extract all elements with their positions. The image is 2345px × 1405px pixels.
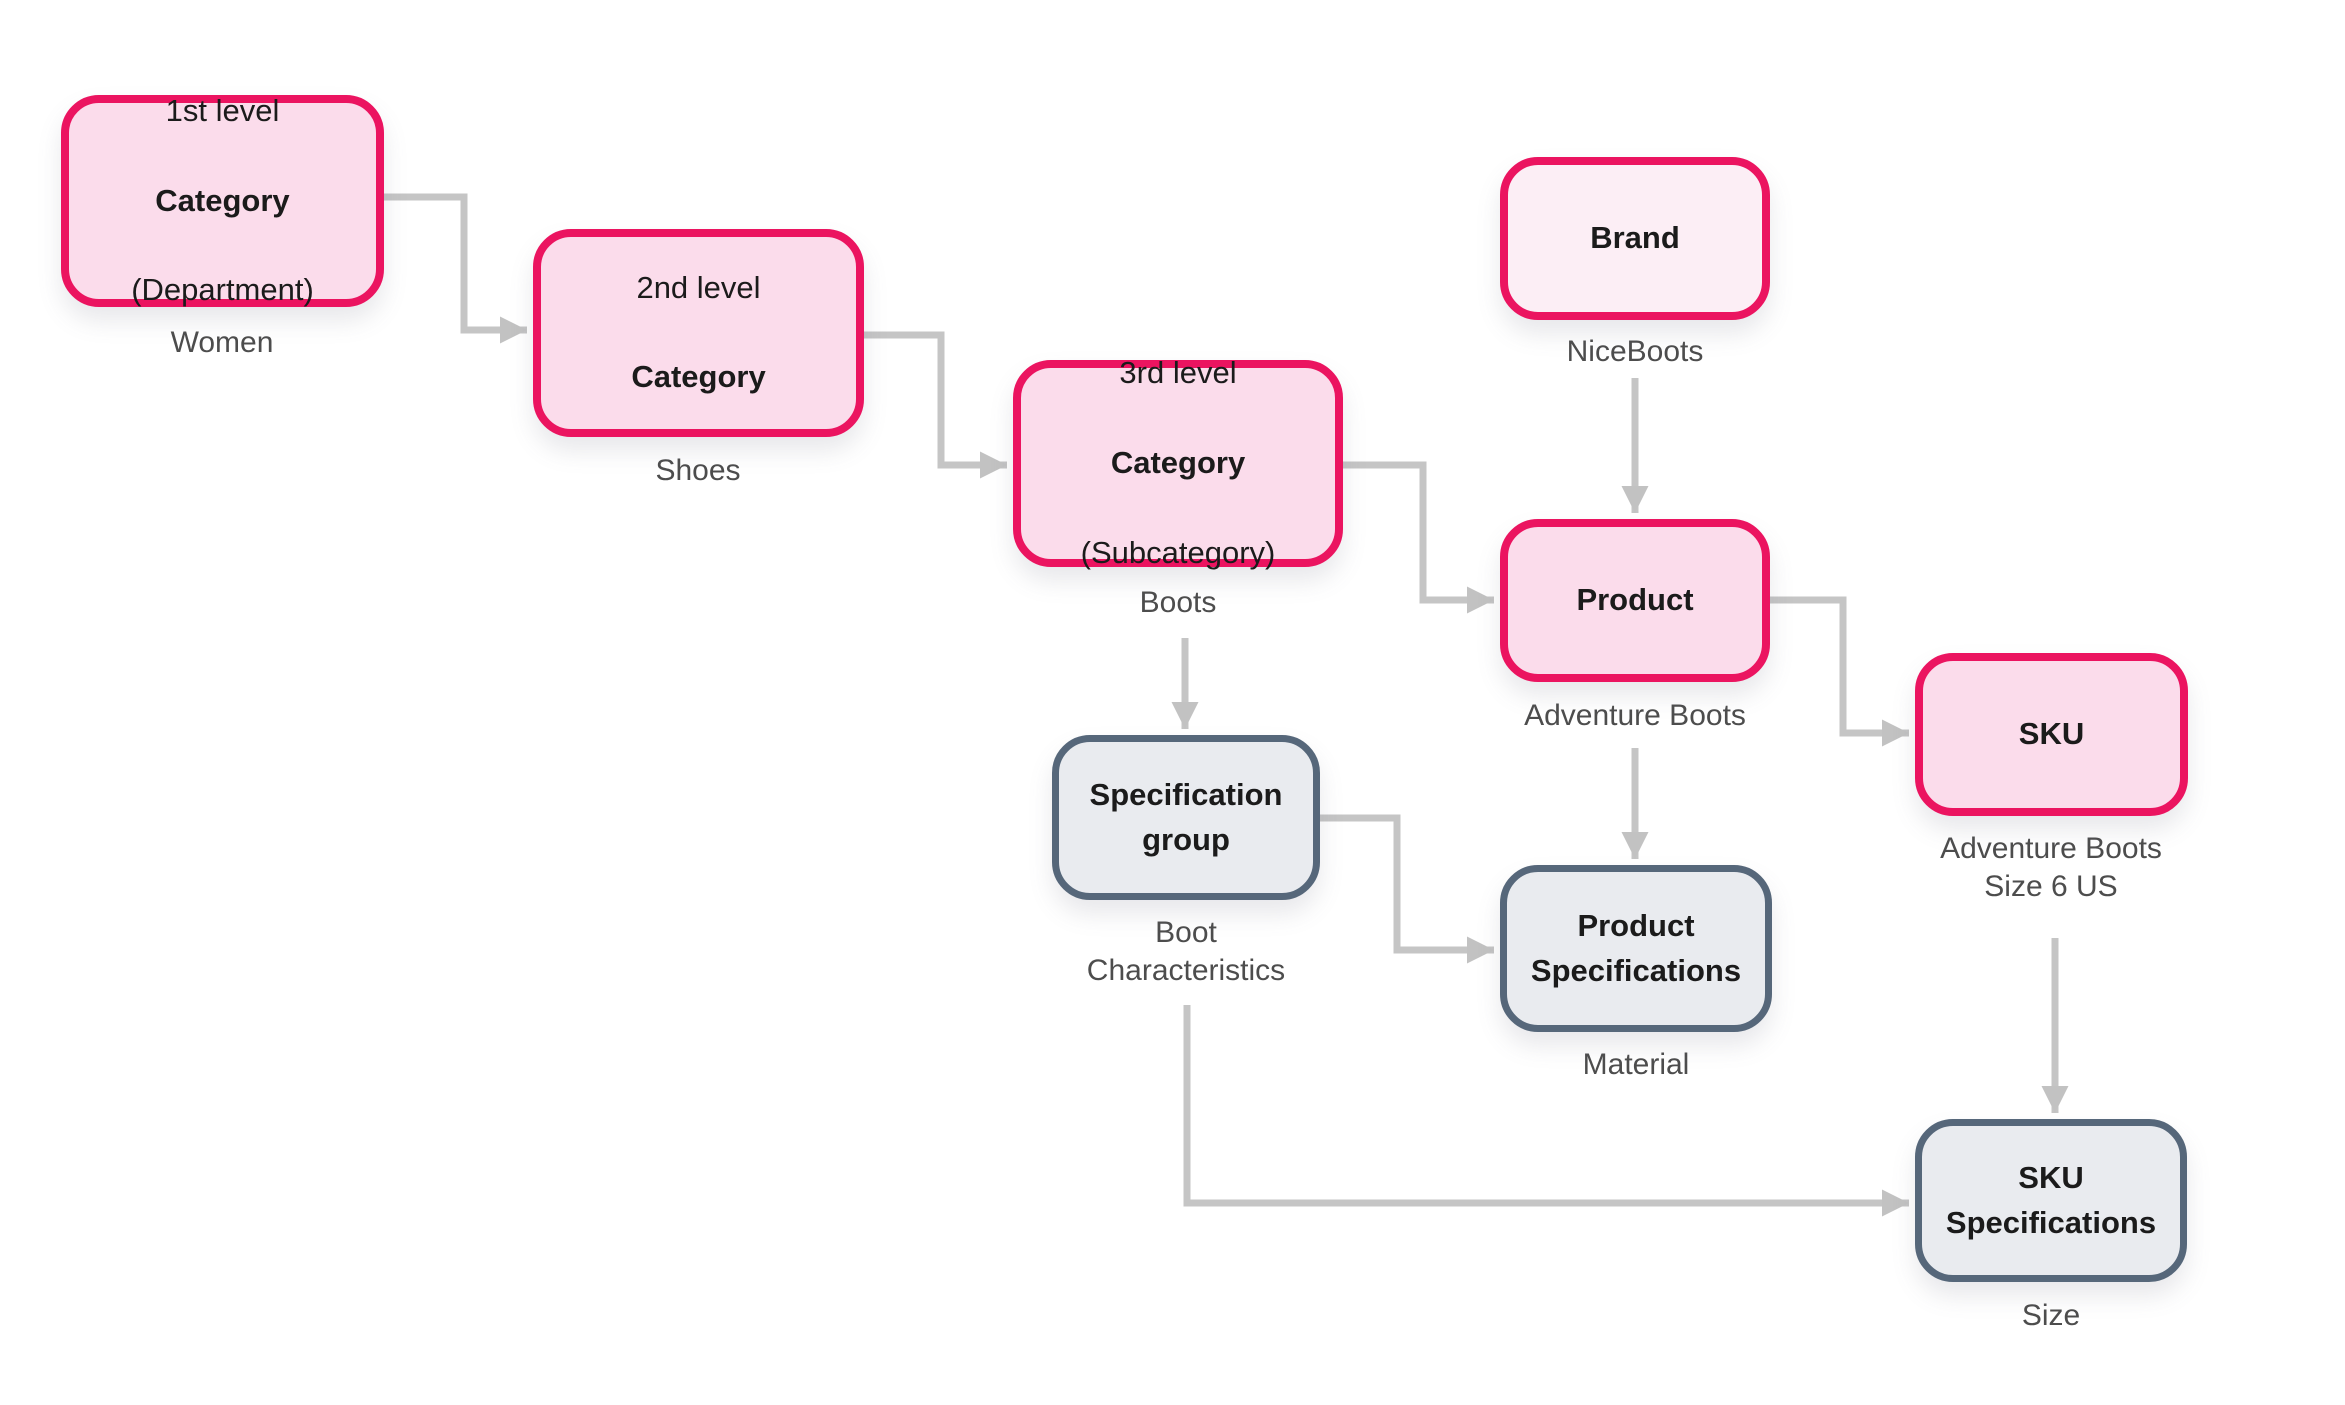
title-line-bold: Specification group (1089, 776, 1283, 857)
node-product: Product (1500, 519, 1770, 682)
node-product-title: Product (1566, 533, 1703, 668)
edge-category2-category3 (864, 331, 1007, 479)
node-category-level2: 2nd level Category (533, 229, 864, 437)
title-line-bold: Category (631, 359, 766, 395)
title-line: 2nd level (636, 269, 761, 305)
edge-category3-product (1343, 461, 1494, 614)
example-label-women: Women (170, 326, 274, 359)
example-label-sku-variant: Adventure Boots Size 6 US (1940, 832, 2162, 903)
example-label-shoes: Shoes (655, 454, 741, 487)
node-sku-specifications: SKU Specifications (1915, 1119, 2187, 1282)
node-category-level1-title: 1st level Category (Department) (121, 44, 324, 359)
example-label-material: Material (1582, 1048, 1690, 1081)
example-label-size: Size (2021, 1299, 2081, 1332)
node-category-level3-title: 3rd level Category (Subcategory) (1071, 306, 1286, 621)
node-category-level1: 1st level Category (Department) (61, 93, 384, 307)
title-line-bold: Category (1110, 445, 1246, 481)
node-specification-group: Specification group (1052, 735, 1320, 900)
edge-spec-group-sku-specs (1183, 1005, 1909, 1217)
title-line: 1st level (165, 92, 280, 128)
title-line: 3rd level (1119, 355, 1237, 391)
title-line-bold: SKU Specifications (1945, 1159, 2157, 1240)
node-sku-title: SKU (2009, 667, 2094, 802)
node-sku: SKU (1915, 653, 2188, 816)
example-label-niceboots: NiceBoots (1566, 335, 1704, 368)
edge-product-sku (1770, 596, 1909, 747)
title-line-bold: Product Specifications (1530, 907, 1742, 988)
node-product-specifications-title: Product Specifications (1521, 859, 1751, 1039)
title-line-bold: Category (155, 182, 290, 218)
edge-category1-category2 (384, 193, 527, 344)
example-label-adventure-boots: Adventure Boots (1524, 699, 1746, 732)
node-specification-group-title: Specification group (1080, 728, 1293, 908)
example-label-boots: Boots (1139, 586, 1217, 619)
example-label-boot-characteristics: Boot Characteristics (1086, 916, 1286, 987)
node-brand: Brand (1500, 157, 1770, 320)
edge-spec-group-product-specs (1320, 814, 1494, 964)
title-line: (Department) (131, 272, 314, 308)
title-line: (Subcategory) (1080, 534, 1276, 570)
node-product-specifications: Product Specifications (1500, 865, 1772, 1032)
node-sku-specifications-title: SKU Specifications (1936, 1111, 2166, 1291)
node-category-level2-title: 2nd level Category (621, 221, 775, 446)
node-brand-title: Brand (1580, 171, 1690, 306)
node-category-level3: 3rd level Category (Subcategory) (1013, 355, 1343, 570)
title-line-bold: Product (1576, 582, 1694, 618)
title-line-bold: Brand (1590, 220, 1680, 256)
title-line-bold: SKU (2018, 716, 2085, 752)
